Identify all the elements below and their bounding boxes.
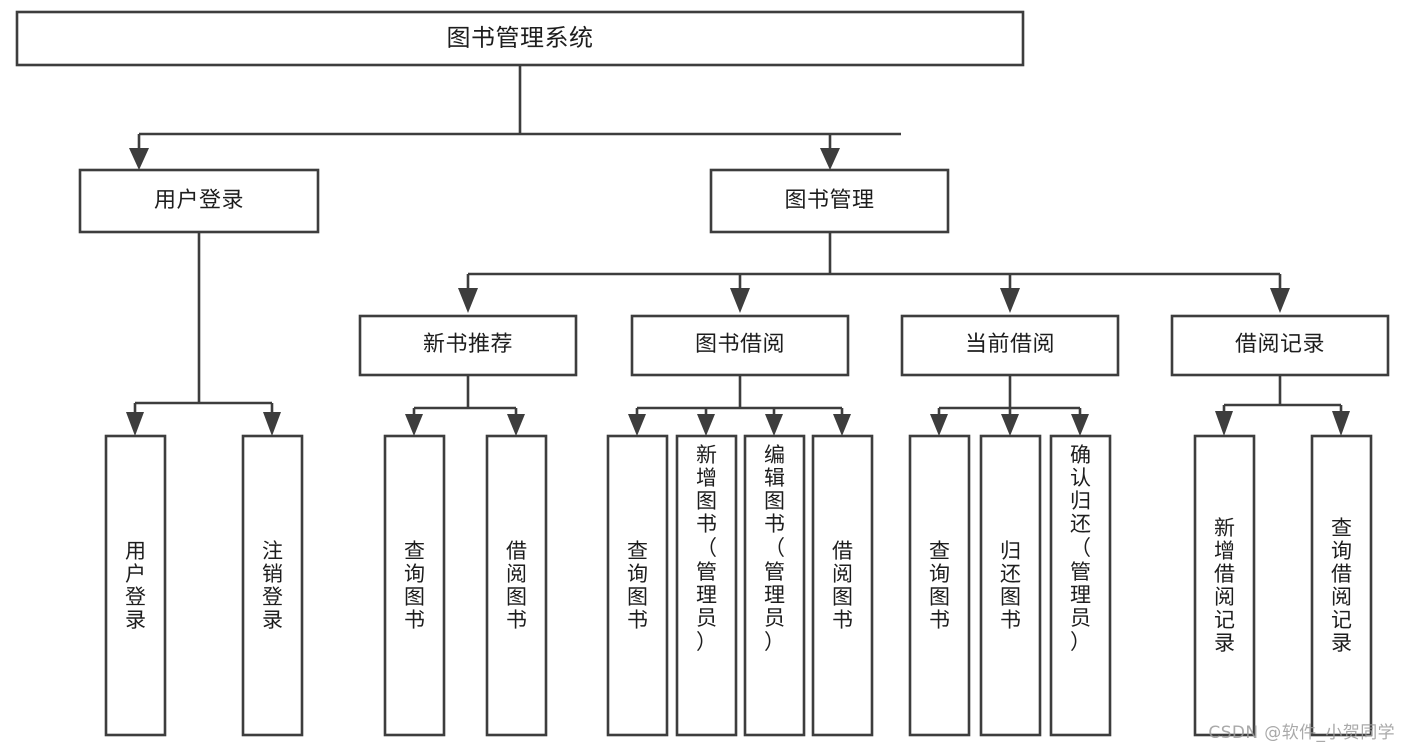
- leaf-logout[interactable]: [241, 434, 304, 737]
- leaf-user-login[interactable]: [104, 434, 167, 737]
- arrowhead-leaf-borrow-lend: [833, 414, 851, 436]
- node-current-borrow[interactable]: [900, 314, 1120, 377]
- leaf-current-return-book[interactable]: [979, 434, 1042, 737]
- arrowhead-leaf-recommend-query: [405, 414, 423, 436]
- arrowhead-leaf-borrow-query: [628, 414, 646, 436]
- leaf-current-confirm-return[interactable]: [1049, 434, 1112, 737]
- arrowhead-leaf-recommend-borrow: [507, 414, 525, 436]
- leaf-recommend-query-book[interactable]: [383, 434, 446, 737]
- arrowhead-leaf-record-query: [1332, 411, 1350, 436]
- leaf-record-add[interactable]: [1193, 434, 1256, 737]
- arrowhead-leaf-record-add: [1215, 411, 1233, 436]
- box-layer: [15, 10, 1390, 737]
- arrowhead-leaf-logout: [263, 412, 281, 436]
- leaf-recommend-borrow-book[interactable]: [485, 434, 548, 737]
- leaf-borrow-lend-book[interactable]: [811, 434, 874, 737]
- leaf-record-query[interactable]: [1310, 434, 1373, 737]
- leaf-borrow-add-book[interactable]: [675, 434, 738, 737]
- arrowhead-new-book-recommend: [458, 288, 478, 313]
- node-root-book-management-system[interactable]: [15, 10, 1025, 67]
- arrowhead-leaf-borrow-edit: [765, 414, 783, 436]
- connector-layer: [126, 65, 1350, 436]
- arrowhead-leaf-current-confirm: [1071, 414, 1089, 436]
- node-borrow-record[interactable]: [1170, 314, 1390, 377]
- arrowhead-book-borrow: [730, 288, 750, 313]
- leaf-borrow-query-book[interactable]: [606, 434, 669, 737]
- arrowhead-current-borrow: [1000, 288, 1020, 313]
- node-book-management[interactable]: [709, 168, 950, 234]
- arrowhead-leaf-borrow-add: [697, 414, 715, 436]
- arrowhead-leaf-current-query: [930, 414, 948, 436]
- node-book-borrow[interactable]: [630, 314, 850, 377]
- node-user-login[interactable]: [78, 168, 320, 234]
- leaf-borrow-edit-book[interactable]: [743, 434, 806, 737]
- arrowhead-user-login: [129, 148, 149, 170]
- arrowhead-book-manage: [820, 148, 840, 170]
- arrowhead-borrow-record: [1270, 288, 1290, 313]
- arrowhead-leaf-user-login: [126, 412, 144, 436]
- node-new-book-recommend[interactable]: [358, 314, 578, 377]
- arrowhead-leaf-current-return: [1001, 414, 1019, 436]
- leaf-current-query-book[interactable]: [908, 434, 971, 737]
